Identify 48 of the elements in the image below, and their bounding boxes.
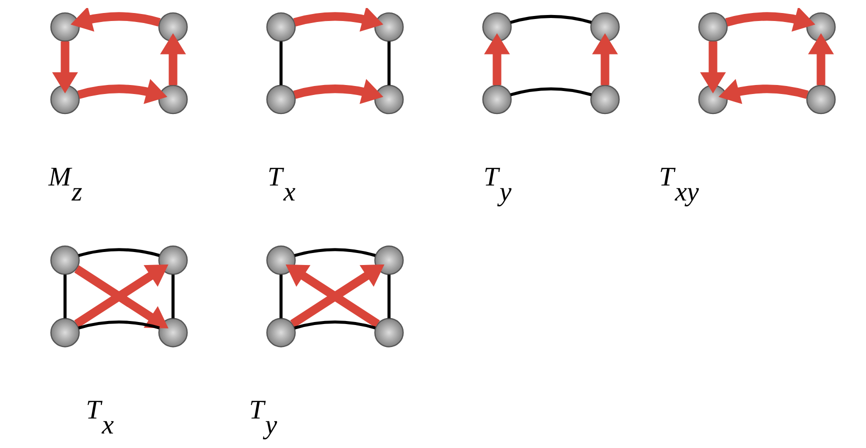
node-circle <box>374 245 404 275</box>
node-circle <box>266 245 296 275</box>
node-circle <box>698 12 728 42</box>
arrow <box>70 8 160 32</box>
node-circle <box>158 318 188 348</box>
connector <box>278 274 282 318</box>
node-circle <box>590 12 620 42</box>
node-circle <box>482 12 512 42</box>
arrow <box>484 33 510 86</box>
arrow <box>718 79 808 104</box>
connector <box>510 14 592 24</box>
arrow <box>76 79 167 104</box>
arrow <box>724 8 815 32</box>
arrow <box>592 33 618 86</box>
connector <box>386 41 390 86</box>
node-circle <box>698 84 728 114</box>
node-circle <box>482 84 512 114</box>
connector <box>63 274 66 318</box>
node-circle <box>806 84 836 114</box>
arrow <box>808 33 834 86</box>
node-circle <box>374 318 404 348</box>
node-circle <box>50 84 80 114</box>
connector <box>171 274 174 318</box>
node-circle <box>266 84 296 114</box>
node-circle <box>158 12 188 42</box>
connector <box>510 87 592 96</box>
connector <box>278 41 282 86</box>
node-circle <box>158 84 188 114</box>
node-circle <box>50 318 80 348</box>
node-circle <box>50 245 80 275</box>
node-circle <box>158 245 188 275</box>
arrow <box>292 79 383 104</box>
node-circle <box>266 318 296 348</box>
arrow <box>160 33 186 86</box>
node-circle <box>266 12 296 42</box>
arrow <box>292 8 383 32</box>
connector <box>78 248 160 258</box>
node-circle <box>590 84 620 114</box>
arrow <box>700 41 726 94</box>
node-circle <box>374 12 404 42</box>
node-circle <box>50 12 80 42</box>
arrow <box>52 41 78 94</box>
connector <box>386 274 390 318</box>
connector <box>78 320 160 330</box>
node-circle <box>374 84 404 114</box>
connector <box>294 320 376 330</box>
node-circle <box>806 12 836 42</box>
connector <box>294 248 376 258</box>
